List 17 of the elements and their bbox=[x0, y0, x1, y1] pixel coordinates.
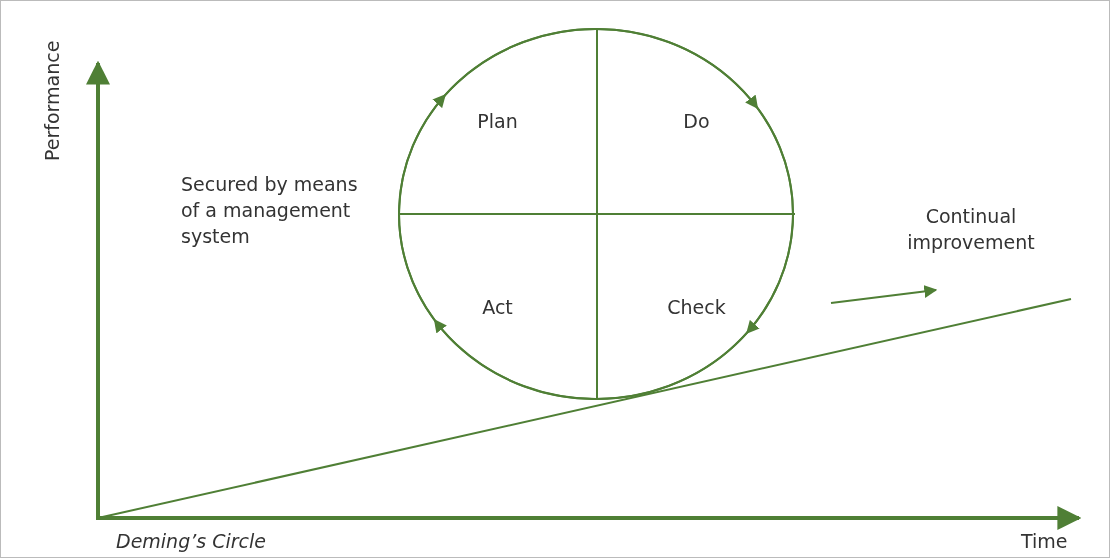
quadrant bbox=[399, 29, 597, 214]
quadrant-label: Act bbox=[482, 296, 513, 318]
axis-label: Time bbox=[1021, 529, 1068, 554]
quadrant bbox=[399, 214, 597, 399]
cycle-arrow bbox=[745, 106, 794, 334]
cycle-arrow bbox=[398, 94, 447, 322]
quadrant bbox=[597, 214, 795, 399]
quadrant-label: Plan bbox=[477, 110, 518, 132]
annotation-text: Secured by means of a management system bbox=[181, 172, 359, 249]
caption-text: Deming’s Circle bbox=[116, 529, 266, 554]
cycle-arrow bbox=[433, 319, 748, 400]
annotation-text: Continual improvement bbox=[906, 204, 1036, 255]
axis-label: Performance bbox=[40, 40, 64, 161]
quadrant bbox=[597, 29, 795, 214]
cycle-arrow bbox=[444, 28, 759, 109]
quadrant-label: Check bbox=[667, 296, 726, 318]
quadrant-label: Do bbox=[683, 110, 710, 132]
